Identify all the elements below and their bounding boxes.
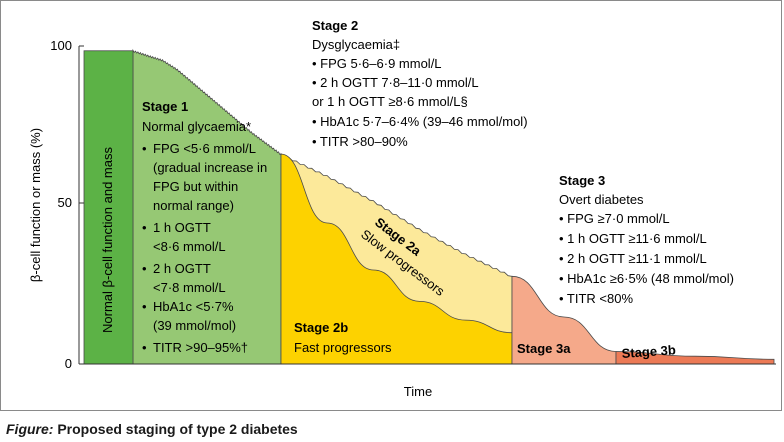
normal-bar-label: Normal β-cell function and mass: [100, 147, 115, 333]
stage-3b-region: [615, 351, 775, 365]
stage-1-2h-ogtt-value: <7·8 mmol/L: [153, 280, 226, 295]
stage-2b-subtitle: Fast progressors: [294, 340, 392, 355]
stage-1-fpg-note-3: normal range): [153, 198, 234, 213]
stage-1-fpg-note-1: (gradual increase in: [153, 160, 267, 175]
stage-2-subtitle: Dysglycaemia‡: [312, 37, 400, 52]
stage-3-line: • 2 h OGTT ≥11·1 mmol/L: [559, 251, 707, 266]
y-tick-label-100: 100: [50, 38, 72, 53]
stage-1-fpg: FPG <5·6 mmol/L: [153, 141, 256, 156]
stage-3-subtitle: Overt diabetes: [559, 192, 644, 207]
stage-3-line: • 1 h OGTT ≥11·6 mmol/L: [559, 231, 707, 246]
stage-1-bullet: •: [142, 261, 147, 276]
stage-2-line: • 2 h OGTT 7·8–11·0 mmol/L: [312, 75, 479, 90]
normal-function-bar: [83, 50, 134, 365]
y-axis-label: β-cell function or mass (%): [28, 128, 43, 282]
stage-2-line: • FPG 5·6–6·9 mmol/L: [312, 56, 442, 71]
caption-text: Proposed staging of type 2 diabetes: [57, 421, 298, 437]
stage-2b-title: Stage 2b: [294, 320, 348, 335]
stage-1-bullet: •: [142, 340, 147, 355]
caption-label: Figure:: [6, 421, 54, 437]
stage-1-annotation: Stage 1 Normal glycaemia* • FPG <5·6 mmo…: [142, 99, 267, 355]
y-tick-label-50: 50: [58, 195, 72, 210]
stage-2b-region: [280, 153, 513, 365]
stage-2-line: • TITR >80–90%: [312, 134, 408, 149]
stage-1-subtitle: Normal glycaemia*: [142, 119, 251, 134]
stage-1-1h-ogtt-value: <8·6 mmol/L: [153, 239, 226, 254]
stage-1-2h-ogtt: 2 h OGTT: [153, 261, 211, 276]
stage-1-bullet: •: [142, 299, 147, 314]
stage-1-region: [132, 48, 282, 365]
stage-2-annotation: Stage 2 Dysglycaemia‡ • FPG 5·6–6·9 mmol…: [312, 18, 528, 149]
stage-3-annotation: Stage 3 Overt diabetes • FPG ≥7·0 mmol/L…: [559, 173, 734, 306]
stage-2-title: Stage 2: [312, 18, 358, 33]
stage-3-line: • HbA1c ≥6·5% (48 mmol/mol): [559, 271, 734, 286]
stage-1-fpg-note-2: FPG but within: [153, 179, 238, 194]
stage-3-title: Stage 3: [559, 173, 605, 188]
stage-3-line: • FPG ≥7·0 mmol/L: [559, 211, 670, 226]
stage-2-line: • HbA1c 5·7–6·4% (39–46 mmol/mol): [312, 114, 528, 129]
stage-1-bullet: •: [142, 220, 147, 235]
stage-1-bullet: •: [142, 141, 147, 156]
figure-caption: Figure: Proposed staging of type 2 diabe…: [6, 421, 298, 437]
stage-1-hba1c-mmol: (39 mmol/mol): [153, 318, 236, 333]
stage-3a-title: Stage 3a: [517, 341, 571, 356]
x-axis-label: Time: [404, 384, 432, 399]
stage-1-1h-ogtt: 1 h OGTT: [153, 220, 211, 235]
stage-3a-region: [511, 275, 617, 365]
stage-3-line: • TITR <80%: [559, 291, 633, 306]
stage-3b-title: Stage 3b: [621, 342, 676, 361]
stage-1-title: Stage 1: [142, 99, 188, 114]
staging-chart: 100 50 0 β-cell function or mass (%) Tim…: [28, 18, 776, 399]
stage-1-titr: TITR >90–95%†: [153, 340, 248, 355]
stage-2-line: or 1 h OGTT ≥8·6 mmol/L§: [312, 94, 468, 109]
stage-1-hba1c: HbA1c <5·7%: [153, 299, 234, 314]
y-tick-label-0: 0: [65, 356, 72, 371]
